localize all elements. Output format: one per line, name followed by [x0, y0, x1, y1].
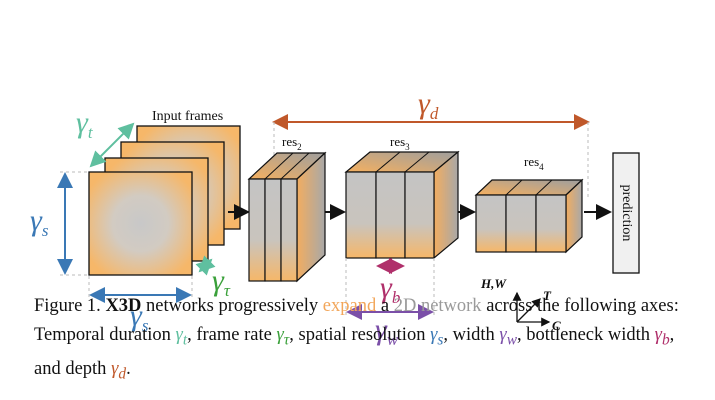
caption-part7: , bottleneck width: [516, 325, 655, 345]
res3-label: res3: [390, 134, 410, 152]
caption-part4: , frame rate: [187, 325, 277, 345]
res2-label: res2: [282, 134, 302, 152]
gamma-d-label: γd: [418, 87, 439, 123]
caption-gamma-t: γt: [175, 325, 188, 349]
caption-part9: .: [126, 358, 131, 379]
res4-slice-1: [475, 194, 507, 253]
caption-x3d: X3D: [105, 296, 142, 316]
caption-part3: across the following axes: Temporal dura…: [34, 296, 679, 345]
res4-label: res4: [524, 154, 544, 172]
res4-top-face: [474, 179, 584, 196]
prediction-label: prediction: [619, 185, 634, 242]
caption-gamma-d: γd: [111, 358, 127, 383]
gamma-tau-label: γτ: [212, 264, 231, 300]
axes-indicator: H,W T C: [480, 276, 561, 333]
res4-top-divider-1: [505, 179, 523, 196]
axis-c-label: C: [552, 318, 561, 333]
gamma-t-arrow: [89, 122, 135, 168]
res3-top-divider-2: [404, 151, 430, 173]
input-frames-stack: [88, 125, 241, 276]
caption-part6: , width: [443, 325, 500, 345]
figure-caption: Figure 1. X3D networks progressively exp…: [34, 292, 694, 388]
caption-2d-network: 2D network: [393, 296, 482, 316]
caption-gamma-b: γb: [654, 325, 670, 349]
res2-slice-3: [280, 178, 298, 282]
caption-part1: networks progressively: [141, 296, 323, 316]
res3-block: [344, 150, 460, 260]
gamma-t-label: γt: [76, 106, 94, 142]
res4-slice-2: [505, 194, 537, 253]
input-frames-label: Input frames: [152, 109, 223, 124]
res2-slice-1: [248, 178, 266, 282]
caption-expand: expand: [322, 296, 377, 316]
caption-gamma-tau: γτ: [276, 325, 290, 349]
res3-slice-3: [404, 171, 435, 259]
caption-gamma-w: γw: [499, 325, 517, 349]
caption-part8: , and depth: [34, 325, 675, 379]
res2-top-divider-1: [264, 152, 294, 180]
res2-top-divider-2: [280, 152, 310, 180]
res4-top-divider-2: [535, 179, 553, 196]
gamma-tau-arrow: [195, 255, 216, 276]
axis-hw-label: H,W: [480, 276, 507, 291]
res2-block: [247, 151, 327, 283]
caption-part2: a: [376, 296, 394, 316]
res3-top-divider-1: [375, 151, 401, 173]
res3-slice-1: [345, 171, 377, 259]
gamma-s-bottom-label: γs: [130, 299, 149, 335]
gamma-b-label: γb: [380, 271, 400, 307]
axis-t-line: [516, 298, 541, 323]
axis-t-label: T: [543, 288, 552, 303]
caption-prefix: Figure 1.: [34, 296, 106, 316]
res4-block: [474, 178, 584, 254]
caption-part5: , spatial resolution: [289, 325, 431, 345]
gamma-s-left-label: γs: [30, 204, 49, 240]
res4-slice-3: [535, 194, 567, 253]
gamma-w-label: γw: [375, 313, 399, 349]
input-frame-1: [88, 171, 193, 276]
prediction-box: [612, 152, 640, 274]
res3-slice-2: [375, 171, 406, 259]
res2-slice-2: [264, 178, 282, 282]
caption-gamma-s: γs: [430, 325, 444, 349]
